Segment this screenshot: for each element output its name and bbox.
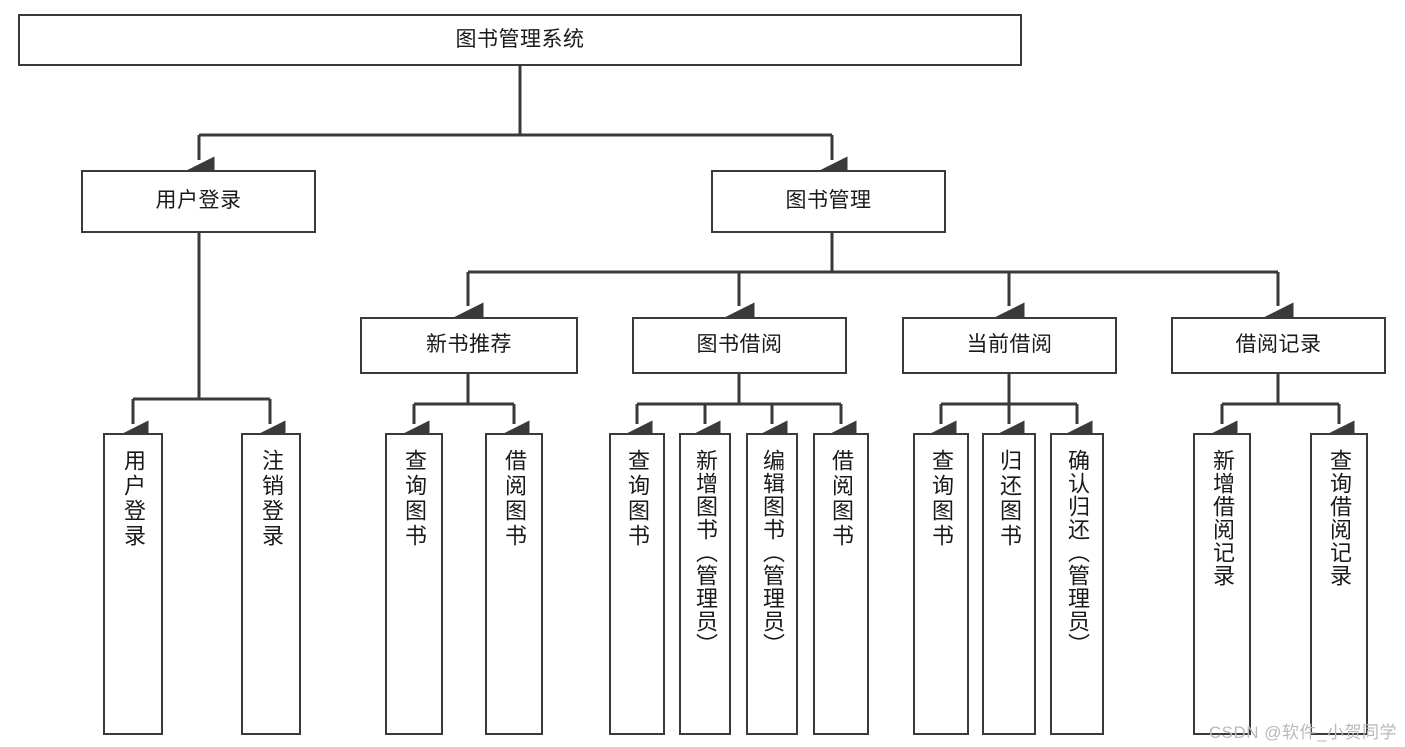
leaf-user-login[interactable]: 用户登录 — [103, 433, 163, 735]
node-label: 借阅图书 — [502, 449, 527, 549]
node-label: 查询图书 — [625, 449, 650, 549]
leaf-add-record[interactable]: 新增借阅记录 — [1193, 433, 1251, 735]
node-label: 新增借阅记录 — [1210, 449, 1235, 587]
leaf-edit-book[interactable]: 编辑图书（管理员） — [746, 433, 798, 735]
node-book-manage[interactable]: 图书管理 — [711, 170, 946, 233]
node-label: 借阅记录 — [1235, 333, 1322, 357]
leaf-query-book-cur[interactable]: 查询图书 — [913, 433, 969, 735]
node-new-book-recommend[interactable]: 新书推荐 — [360, 317, 578, 374]
node-label: 查询借阅记录 — [1327, 449, 1352, 587]
node-label: 注销登录 — [259, 449, 284, 549]
node-user-login[interactable]: 用户登录 — [81, 170, 316, 233]
leaf-borrow-book-rec[interactable]: 借阅图书 — [485, 433, 543, 735]
node-label: 新增图书（管理员） — [693, 449, 718, 656]
node-label: 图书管理系统 — [455, 27, 585, 51]
leaf-query-book-borrow[interactable]: 查询图书 — [609, 433, 665, 735]
node-label: 查询图书 — [402, 449, 427, 549]
leaf-query-book-rec[interactable]: 查询图书 — [385, 433, 443, 735]
watermark-text: CSDN @软件_小贺同学 — [1208, 723, 1397, 742]
leaf-add-book[interactable]: 新增图书（管理员） — [679, 433, 731, 735]
node-label: 新书推荐 — [426, 333, 512, 357]
node-label: 确认归还（管理员） — [1065, 449, 1090, 656]
leaf-user-logout[interactable]: 注销登录 — [241, 433, 301, 735]
leaf-query-record[interactable]: 查询借阅记录 — [1310, 433, 1368, 735]
node-label: 图书借阅 — [696, 333, 783, 357]
node-label: 编辑图书（管理员） — [760, 449, 785, 656]
node-label: 用户登录 — [155, 189, 242, 213]
node-label: 图书管理 — [785, 189, 872, 213]
node-label: 用户登录 — [121, 449, 146, 549]
leaf-return-book[interactable]: 归还图书 — [982, 433, 1036, 735]
node-borrow-record[interactable]: 借阅记录 — [1171, 317, 1386, 374]
node-label: 查询图书 — [929, 449, 954, 549]
node-label: 借阅图书 — [829, 449, 854, 549]
leaf-confirm-return[interactable]: 确认归还（管理员） — [1050, 433, 1104, 735]
node-label: 归还图书 — [997, 449, 1022, 549]
node-current-borrow[interactable]: 当前借阅 — [902, 317, 1117, 374]
node-book-borrow[interactable]: 图书借阅 — [632, 317, 847, 374]
leaf-borrow-book[interactable]: 借阅图书 — [813, 433, 869, 735]
node-label: 当前借阅 — [966, 333, 1053, 357]
node-root-system[interactable]: 图书管理系统 — [18, 14, 1022, 66]
